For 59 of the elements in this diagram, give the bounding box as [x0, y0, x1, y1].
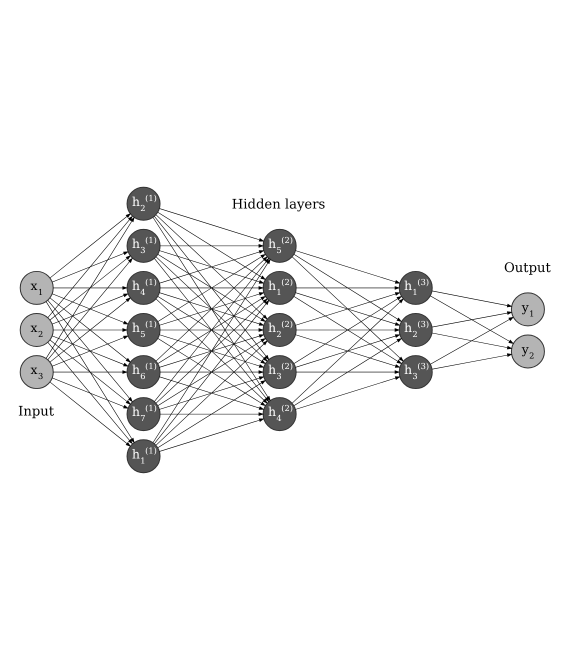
- arrow: [296, 328, 400, 332]
- arrow: [154, 299, 270, 444]
- arrow: [296, 286, 400, 290]
- arrow: [294, 338, 402, 406]
- arrow: [53, 370, 128, 374]
- arrow: [159, 334, 264, 368]
- arrow: [156, 214, 268, 320]
- arrow: [160, 370, 264, 374]
- node-circle: y$_{2}$: [510, 334, 545, 368]
- node-circle: y$_{1}$: [510, 292, 545, 326]
- arrow: [53, 328, 128, 332]
- arrow: [159, 292, 264, 326]
- arrow: [48, 215, 133, 318]
- arrow: [160, 244, 264, 248]
- arrow: [156, 340, 268, 446]
- arrow: [432, 332, 512, 349]
- arrow: [52, 335, 129, 366]
- label: Input: [18, 404, 54, 420]
- arrow: [296, 370, 400, 374]
- label: Hidden layers: [232, 197, 326, 212]
- arrow: [294, 254, 402, 322]
- arrow: [52, 377, 129, 408]
- arrow: [160, 286, 264, 290]
- arrow: [158, 212, 266, 280]
- node-circle: x$_{3}$: [20, 354, 54, 389]
- arrow: [48, 257, 133, 360]
- arrow: [294, 296, 402, 364]
- arrow: [295, 376, 400, 410]
- arrow: [159, 418, 264, 452]
- arrow: [46, 216, 135, 358]
- node-circle: x$_{2}$: [20, 312, 54, 346]
- arrow: [432, 290, 512, 307]
- arrow: [430, 316, 514, 364]
- arrow: [430, 295, 514, 344]
- arrow: [432, 310, 512, 327]
- arrow: [50, 254, 131, 320]
- arrow: [46, 300, 135, 443]
- arrow: [50, 381, 131, 446]
- arrow: [158, 296, 266, 364]
- arrow: [48, 342, 133, 444]
- arrow: [295, 292, 400, 326]
- arrow: [52, 293, 129, 324]
- arrow: [292, 298, 404, 403]
- arrow: [295, 334, 400, 368]
- arrow: [48, 299, 133, 402]
- arrow: [159, 208, 264, 242]
- arrow: [432, 352, 512, 369]
- arrow: [160, 328, 264, 332]
- arrow: [292, 256, 404, 362]
- arrow: [50, 339, 131, 404]
- arrow: [158, 380, 266, 448]
- arrow: [295, 250, 400, 284]
- node-circle: x$_{1}$: [20, 270, 54, 304]
- arrow: [50, 212, 131, 278]
- arrow: [53, 286, 128, 290]
- label: Output: [504, 260, 551, 276]
- arrow: [154, 216, 270, 360]
- arrow: [160, 412, 264, 416]
- arrow: [52, 250, 129, 282]
